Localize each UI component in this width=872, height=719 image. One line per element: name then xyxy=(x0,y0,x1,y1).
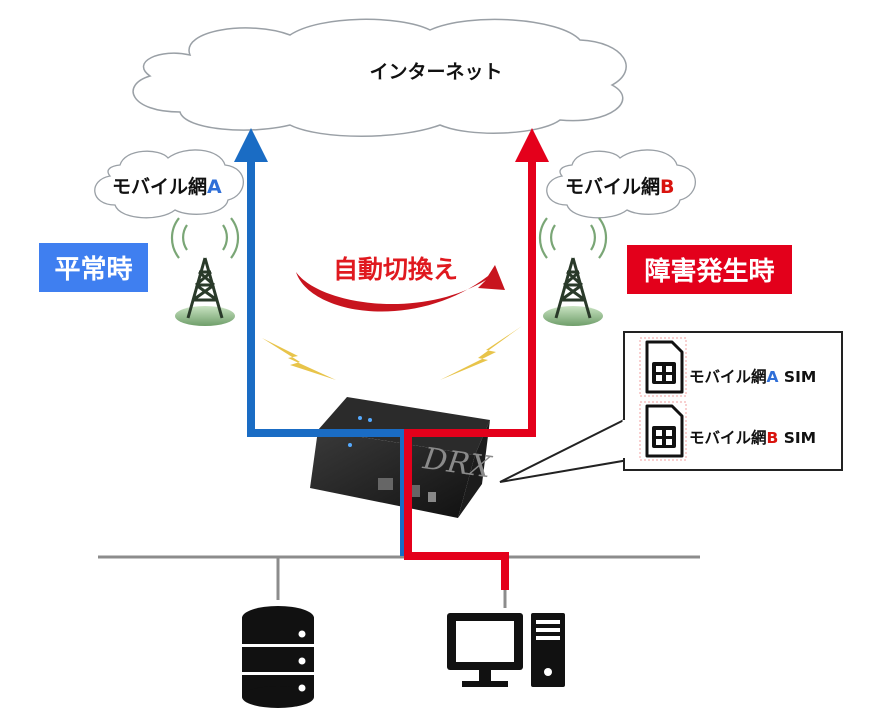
sim-b-tail: SIM xyxy=(778,429,817,447)
sim-card-b-icon xyxy=(645,404,684,458)
internet-label: インターネット xyxy=(369,61,503,83)
cloud-a-icon xyxy=(94,149,244,219)
network-a-prefix: モバイル網 xyxy=(112,176,208,198)
cloud-b-icon xyxy=(546,149,696,219)
network-a-suffix: A xyxy=(207,176,222,198)
network-a-label: モバイル網A xyxy=(112,172,222,199)
arrow-up-a-icon xyxy=(234,128,268,162)
auto-switch-label: 自動切換え xyxy=(333,255,459,284)
lightning-right-icon xyxy=(440,326,522,380)
normal-badge: 平常時 xyxy=(39,243,148,292)
lightning-left-icon xyxy=(262,338,336,380)
path-network-b xyxy=(404,158,536,590)
desktop-pc-icon xyxy=(447,613,565,687)
sim-b-label: モバイル網B SIM xyxy=(689,426,816,448)
network-b-prefix: モバイル網 xyxy=(565,176,661,198)
sim-a-label: モバイル網A SIM xyxy=(689,365,816,387)
switch-arrow-icon xyxy=(296,265,505,312)
network-b-suffix: B xyxy=(660,176,675,198)
antenna-tower-b-icon xyxy=(538,217,608,326)
sim-card-a-icon xyxy=(645,340,684,394)
antenna-tower-a-icon xyxy=(170,217,240,326)
sim-a-tail: SIM xyxy=(778,368,817,386)
sim-b-suffix: B xyxy=(766,429,779,447)
internet-cloud-icon xyxy=(132,18,627,137)
sim-b-prefix: モバイル網 xyxy=(689,429,767,447)
arrow-up-b-icon xyxy=(515,128,549,162)
network-b-label: モバイル網B xyxy=(565,172,675,199)
sim-a-prefix: モバイル網 xyxy=(689,368,767,386)
failure-badge: 障害発生時 xyxy=(627,245,792,294)
database-server-icon xyxy=(242,606,314,708)
sim-a-suffix: A xyxy=(766,368,779,386)
